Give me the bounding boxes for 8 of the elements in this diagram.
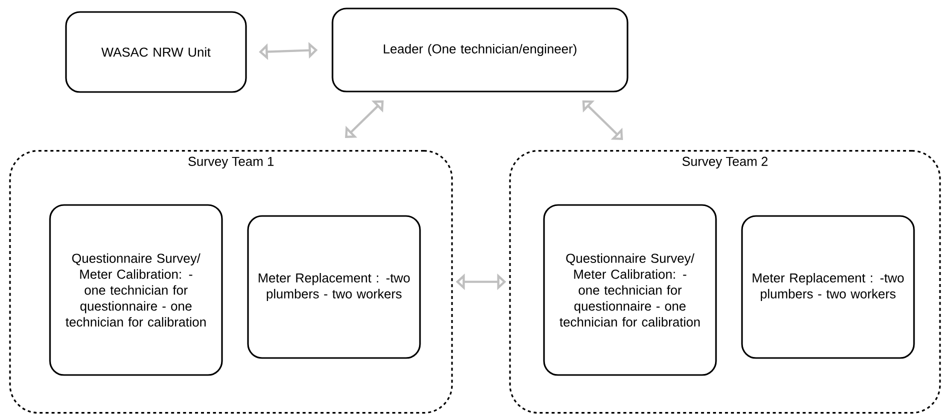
double-arrow [345,100,384,138]
process-box: Questionnaire Survey/ Meter Calibration: - one technician for questionnaire - one technician for calibration [49,204,223,376]
double-arrow [582,100,623,140]
process-box: Meter Replacement : -two plumbers - two workers [247,215,421,359]
process-box: Questionnaire Survey/ Meter Calibration: - one technician for questionnaire - one technician for calibration [543,204,717,376]
process-box: Meter Replacement : -two plumbers - two workers [741,215,915,359]
process-box: WASAC NRW Unit [65,11,247,93]
process-box: Leader (One technician/engineer) [332,8,628,92]
